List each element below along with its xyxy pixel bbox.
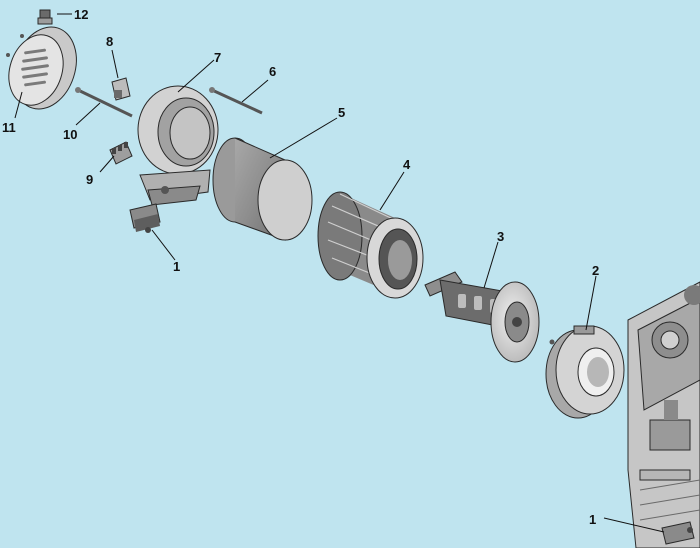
engine-block — [627, 281, 700, 548]
part-2-front-bracket — [545, 325, 625, 419]
part-1-mount-lower — [661, 521, 695, 545]
part-1-mount-upper — [129, 203, 161, 233]
callout-labels: 12 11 10 8 9 7 6 5 4 3 2 1 1 — [2, 7, 599, 527]
part-3-rotor — [424, 271, 540, 363]
callout-2: 2 — [592, 263, 599, 278]
leader-lines — [14, 13, 665, 533]
part-7-end-bracket — [137, 85, 219, 206]
part-8-terminal-bracket — [111, 77, 131, 101]
callout-5: 5 — [338, 105, 345, 120]
part-9-terminal-block — [109, 141, 133, 165]
part-4-stator — [317, 191, 424, 299]
part-10-tie-bolt — [75, 87, 133, 118]
callout-8: 8 — [106, 34, 113, 49]
callout-12: 12 — [74, 7, 88, 22]
callout-1-upper: 1 — [173, 259, 180, 274]
part-5-housing-cylinder — [212, 137, 313, 241]
callout-11: 11 — [2, 120, 16, 135]
callout-3: 3 — [497, 229, 504, 244]
part-11-end-cover — [6, 26, 77, 110]
part-6-tie-bolt — [209, 87, 263, 115]
callout-6: 6 — [269, 64, 276, 79]
callout-10: 10 — [63, 127, 77, 142]
callout-4: 4 — [403, 157, 411, 172]
callout-7: 7 — [214, 50, 221, 65]
callout-1-lower: 1 — [589, 512, 596, 527]
callout-9: 9 — [86, 172, 93, 187]
part-12-connector — [37, 9, 53, 25]
